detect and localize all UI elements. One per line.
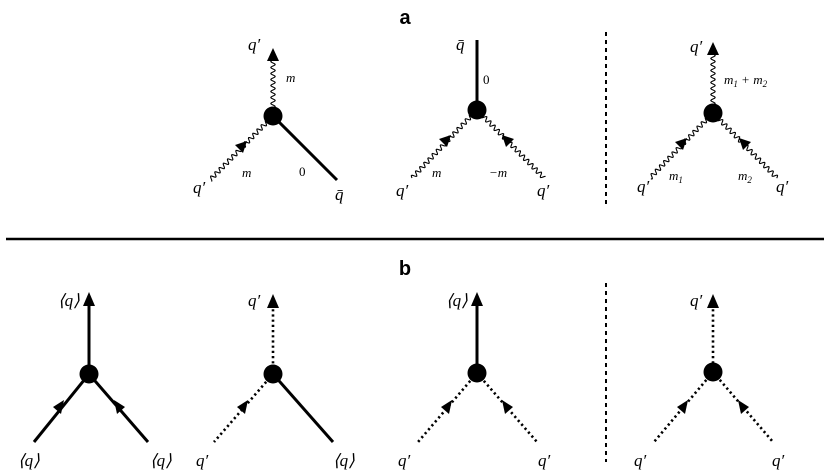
label-left-quark: q′ [396, 181, 409, 200]
label-top-mass: m [286, 70, 295, 85]
vertex-dot [467, 100, 487, 120]
solid-line-right [271, 373, 335, 443]
arrowhead-top [83, 292, 95, 306]
label-right-quark: q′ [772, 451, 785, 470]
label-right-quark: q′ [776, 177, 789, 196]
arrowhead-left [237, 400, 248, 414]
arrowhead-left [235, 141, 247, 153]
arrowhead-left [439, 135, 451, 147]
label-top-vev: ⟨q⟩ [58, 291, 80, 310]
vertex-dot [703, 362, 723, 382]
label-right-mass: 0 [299, 164, 306, 179]
arrowhead-right [739, 138, 751, 150]
panel-label-b: b [399, 258, 411, 280]
label-top-mass: 0 [483, 72, 490, 87]
diagram-a1: q′ m q′ m q̄ 0 [193, 35, 344, 204]
arrowhead-top [267, 294, 279, 308]
label-top-quark: q′ [690, 37, 703, 56]
label-left-quark: q′ [637, 177, 650, 196]
wavy-line-right [716, 117, 779, 179]
diagram-a3: q′ m1+m2 q′ m1 q′ m2 [637, 37, 789, 196]
label-left-vev: ⟨q⟩ [18, 451, 40, 470]
wavy-line-top [270, 59, 276, 109]
label-left-mass: m [432, 165, 441, 180]
vertex-dot [79, 364, 99, 384]
arrowhead-left [441, 400, 452, 414]
arrowhead-top [707, 294, 719, 308]
solid-line-right [271, 114, 339, 182]
label-right-vev: ⟨q⟩ [150, 451, 172, 470]
label-right-antiquark: q̄ [335, 185, 344, 204]
arrowhead-top [707, 42, 719, 55]
diagram-a2: q̄ 0 q′ m q′ −m [396, 35, 550, 200]
label-right-mass: −m [489, 165, 507, 180]
label-left-quark: q′ [196, 451, 209, 470]
label-right-vev: ⟨q⟩ [333, 451, 355, 470]
label-left-quark: q′ [193, 178, 206, 197]
label-right-quark: q′ [538, 451, 551, 470]
wavy-line-left [650, 116, 709, 180]
arrowhead-left [53, 400, 64, 414]
wavy-line-right [480, 114, 546, 179]
arrowhead-right [502, 135, 514, 147]
arrowhead-left [677, 400, 688, 414]
label-left-mass: m [242, 165, 251, 180]
vertex-dot [703, 103, 723, 123]
arrowhead-right [738, 400, 749, 414]
arrowhead-right [502, 400, 513, 414]
label-left-mass: m1 [669, 168, 683, 185]
label-right-mass: m2 [738, 168, 752, 185]
diagram-b4: q′ q′ q′ [634, 291, 785, 470]
label-left-quark: q′ [398, 451, 411, 470]
label-top-quark: q′ [248, 291, 261, 310]
vertex-dot [467, 363, 487, 383]
panel-label-a: a [399, 7, 411, 29]
diagram-b1: ⟨q⟩ ⟨q⟩ ⟨q⟩ [18, 291, 172, 470]
diagram-b2: q′ q′ ⟨q⟩ [196, 291, 355, 470]
label-top-quark: q′ [690, 291, 703, 310]
wavy-line-left [209, 119, 269, 182]
arrowhead-right [114, 400, 125, 414]
vertex-dot [263, 106, 283, 126]
label-top-quark: q′ [248, 35, 261, 54]
wavy-line-top [710, 53, 716, 106]
arrowhead-left [675, 138, 687, 150]
arrowhead-top [471, 292, 483, 306]
label-top-antiquark: q̄ [456, 35, 465, 54]
label-top-vev: ⟨q⟩ [446, 291, 468, 310]
arrowhead-top [267, 48, 279, 61]
diagram-b3: ⟨q⟩ q′ q′ [398, 291, 551, 470]
wavy-line-left [410, 113, 473, 179]
vertex-dot [263, 364, 283, 384]
label-top-mass: m1+m2 [724, 72, 768, 89]
label-right-quark: q′ [537, 181, 550, 200]
label-left-quark: q′ [634, 451, 647, 470]
